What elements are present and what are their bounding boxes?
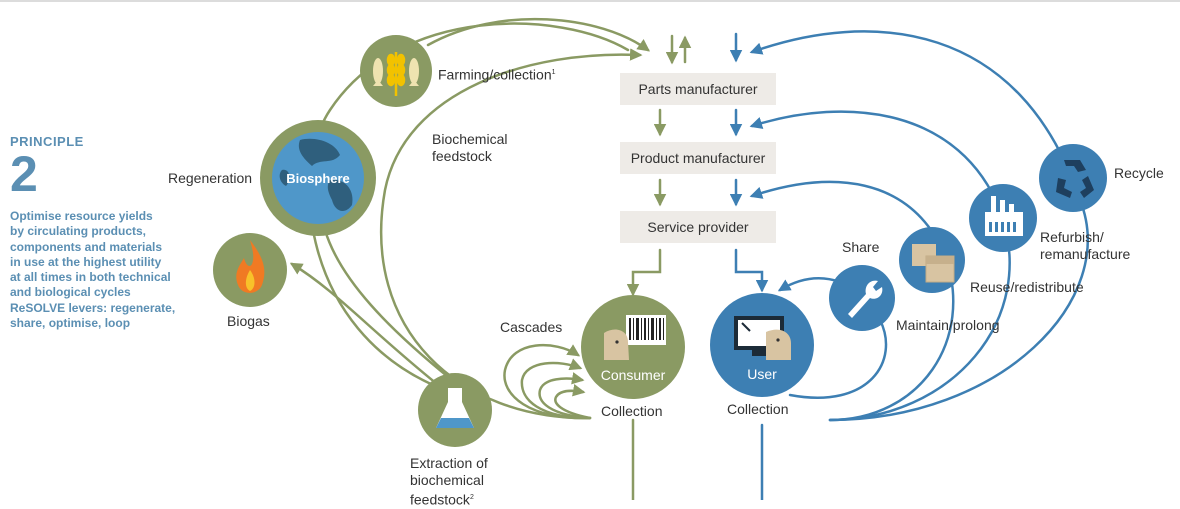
service-to-consumer-arrow xyxy=(626,248,662,297)
globe-land xyxy=(279,138,353,212)
biogas-label: Biogas xyxy=(227,313,270,329)
biochemical-feedstock-label: Biochemical feedstock xyxy=(432,131,507,165)
recycle-node xyxy=(1039,144,1107,212)
maintain-node xyxy=(829,265,895,331)
extraction-superscript: 2 xyxy=(469,494,474,501)
recycle-icon xyxy=(1056,160,1094,198)
top-divider xyxy=(0,0,1180,2)
description-line: at all times in both technical xyxy=(10,270,171,285)
principle-panel: PRINCIPLE 2 Optimise resource yields by … xyxy=(10,134,200,331)
extraction-node xyxy=(418,373,492,447)
regeneration-arc xyxy=(323,228,454,382)
extraction-outer-arc xyxy=(308,22,630,390)
flame-icon xyxy=(236,240,265,293)
fish-icon xyxy=(373,58,419,86)
boxes-icon xyxy=(912,244,955,283)
consumer-face-icon xyxy=(604,329,629,360)
description-line: by circulating products, xyxy=(10,224,147,239)
wheat-icon xyxy=(386,52,406,96)
refurbish-line: Refurbish/ xyxy=(1040,229,1104,245)
description-line: and biological cycles xyxy=(10,285,131,300)
biosphere-label: Biosphere xyxy=(286,171,350,186)
description-line: Optimise resource yields xyxy=(10,209,153,223)
regeneration-label: Regeneration xyxy=(168,170,253,186)
cascades-label: Cascades xyxy=(500,319,563,335)
user-face-icon xyxy=(766,329,792,360)
refurbish-label: Refurbish/ remanufacture xyxy=(1040,229,1130,263)
extraction-line: biochemical xyxy=(410,472,484,488)
product-manufacturer-box: Product manufacturer xyxy=(620,142,776,174)
biosphere-node xyxy=(260,120,376,236)
service-to-user-arrow xyxy=(734,248,769,293)
farming-node xyxy=(360,35,432,107)
user-label: User xyxy=(747,366,777,382)
wrench-icon xyxy=(848,280,883,318)
feedstock-line: feedstock xyxy=(432,148,492,164)
farming-label: Farming/collection1 xyxy=(438,64,556,84)
extraction-line: feedstock2 xyxy=(410,491,474,508)
principle-number: 2 xyxy=(10,146,38,202)
biogas-node xyxy=(213,233,287,307)
refurbish-node xyxy=(969,184,1037,252)
parts-manufacturer-box: Parts manufacturer xyxy=(620,73,776,105)
barcode-icon xyxy=(626,315,666,345)
reuse-label: Reuse/redistribute xyxy=(970,279,1084,295)
description-line: in use at the highest utility xyxy=(10,254,162,269)
principle-description: Optimise resource yields by circulating … xyxy=(10,209,200,331)
farming-superscript: 1 xyxy=(551,69,556,76)
cascade-loop-3 xyxy=(538,372,592,420)
extraction-label: Extraction of biochemical feedstock2 xyxy=(410,455,488,509)
description-line: share, optimise, loop xyxy=(10,316,131,331)
description-line: components and materials xyxy=(10,239,163,254)
maintain-label: Maintain/prolong xyxy=(896,317,1000,333)
farming-text: Farming/collection xyxy=(438,66,552,83)
consumer-collection-label: Collection xyxy=(601,403,663,419)
share-label: Share xyxy=(842,239,880,255)
cascade-loop-1 xyxy=(503,344,592,420)
reuse-node xyxy=(899,227,965,293)
user-node xyxy=(710,293,814,397)
description-line: ReSOLVE levers: regenerate, xyxy=(10,300,176,315)
extraction-to-biogas-arrow xyxy=(289,262,439,386)
cascade-loop-4 xyxy=(554,384,592,420)
consumer-label: Consumer xyxy=(600,367,666,383)
farming-to-parts-arrow xyxy=(426,17,651,52)
biochemical-line: Biochemical xyxy=(432,131,508,147)
extraction-line: Extraction of xyxy=(410,455,488,471)
cascade-loop-2 xyxy=(520,358,592,420)
recycle-label: Recycle xyxy=(1114,165,1164,181)
consumer-node xyxy=(581,295,685,399)
factory-icon xyxy=(985,196,1023,236)
remanufacture-line: remanufacture xyxy=(1040,246,1131,262)
service-provider-box: Service provider xyxy=(620,211,776,243)
principle-label: PRINCIPLE xyxy=(10,134,84,149)
user-collection-label: Collection xyxy=(727,401,789,417)
